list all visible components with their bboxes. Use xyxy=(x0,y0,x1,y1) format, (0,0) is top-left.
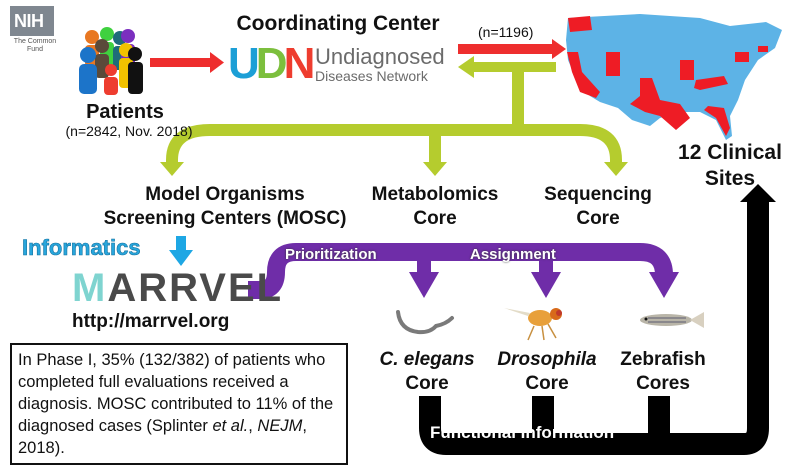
branch-metabolomics-line1: Metabolomics xyxy=(371,184,499,205)
summary-etal: et al. xyxy=(212,417,249,435)
organism-zebrafish-name: Zebrafish xyxy=(620,349,706,370)
branch-mosc-line1: Model Organisms xyxy=(145,184,305,205)
purple-assignment-arrows xyxy=(248,243,679,299)
informatics-arrow xyxy=(169,236,193,266)
summary-year: , 2018). xyxy=(18,417,307,457)
marrvel-logo-m: M xyxy=(72,266,108,310)
clinical-sites-line2: Sites xyxy=(704,167,756,190)
functional-information-label: Functional Information xyxy=(430,423,615,442)
nih-logo: NIH xyxy=(10,6,54,36)
functional-info-path xyxy=(419,184,776,455)
worm-icon xyxy=(396,310,454,335)
branch-mosc-line2: Screening Centers (MOSC) xyxy=(103,208,347,229)
clinical-sites-label: 12 Clinical Sites xyxy=(660,140,800,192)
fly-icon xyxy=(504,308,562,341)
organism-celegans: C. elegans Core xyxy=(362,348,492,396)
udn-logo-u: U xyxy=(228,39,260,88)
udn-name-line2: Diseases Network xyxy=(315,68,428,84)
patients-to-udn-arrow xyxy=(150,52,224,73)
sites-to-udn-arrow xyxy=(458,56,556,136)
prioritization-label: Prioritization xyxy=(285,246,377,263)
udn-logo-n: N xyxy=(283,39,316,88)
organism-celegans-name: C. elegans xyxy=(379,349,475,370)
organism-zebrafish-suffix: Cores xyxy=(636,373,690,394)
diagnosis-label: Diagnosis xyxy=(722,230,739,296)
coordinating-center-title: Coordinating Center xyxy=(236,12,440,35)
organism-drosophila-suffix: Core xyxy=(525,373,569,394)
fish-icon xyxy=(640,312,704,328)
referral-count: (n=1196) xyxy=(478,24,534,40)
summary-box: In Phase I, 35% (132/382) of patients wh… xyxy=(10,343,348,465)
informatics-label: Informatics xyxy=(22,235,141,261)
summary-sep: , xyxy=(248,417,258,435)
udn-name-line1: Undiagnosed xyxy=(315,44,445,69)
marrvel-url-link[interactable]: http://marrvel.org xyxy=(72,311,230,332)
patients-count: (n=2842, Nov. 2018) xyxy=(65,123,193,139)
summary-text: In Phase I, 35% (132/382) of patients wh… xyxy=(18,351,334,435)
us-map xyxy=(566,14,782,140)
green-branch-arrows xyxy=(160,124,628,176)
branch-sequencing: Sequencing Core xyxy=(528,183,668,231)
marrvel-logo: MARRVEL xyxy=(72,266,283,310)
marrvel-logo-rest: ARRVEL xyxy=(107,266,284,310)
organism-drosophila-name: Drosophila xyxy=(497,349,597,370)
branch-metabolomics: Metabolomics Core xyxy=(365,183,505,231)
branch-sequencing-line2: Core xyxy=(576,208,620,229)
udn-to-sites-arrow xyxy=(458,39,566,59)
organism-drosophila: Drosophila Core xyxy=(482,348,612,396)
udn-logo: UDN xyxy=(228,39,316,88)
organism-zebrafish: Zebrafish Cores xyxy=(598,348,728,396)
nih-subtitle: The Common Fund xyxy=(13,38,57,53)
branch-metabolomics-line2: Core xyxy=(413,208,457,229)
branch-mosc: Model Organisms Screening Centers (MOSC) xyxy=(90,183,360,231)
summary-journal: NEJM xyxy=(257,417,303,435)
udn-logo-d: D xyxy=(255,39,288,88)
patients-title: Patients xyxy=(86,101,164,123)
assignment-label: Assignment xyxy=(470,246,556,263)
clinical-sites-line1: 12 Clinical xyxy=(678,141,782,164)
patients-icon xyxy=(79,27,143,95)
organism-celegans-suffix: Core xyxy=(405,373,449,394)
branch-sequencing-line1: Sequencing xyxy=(544,184,652,205)
